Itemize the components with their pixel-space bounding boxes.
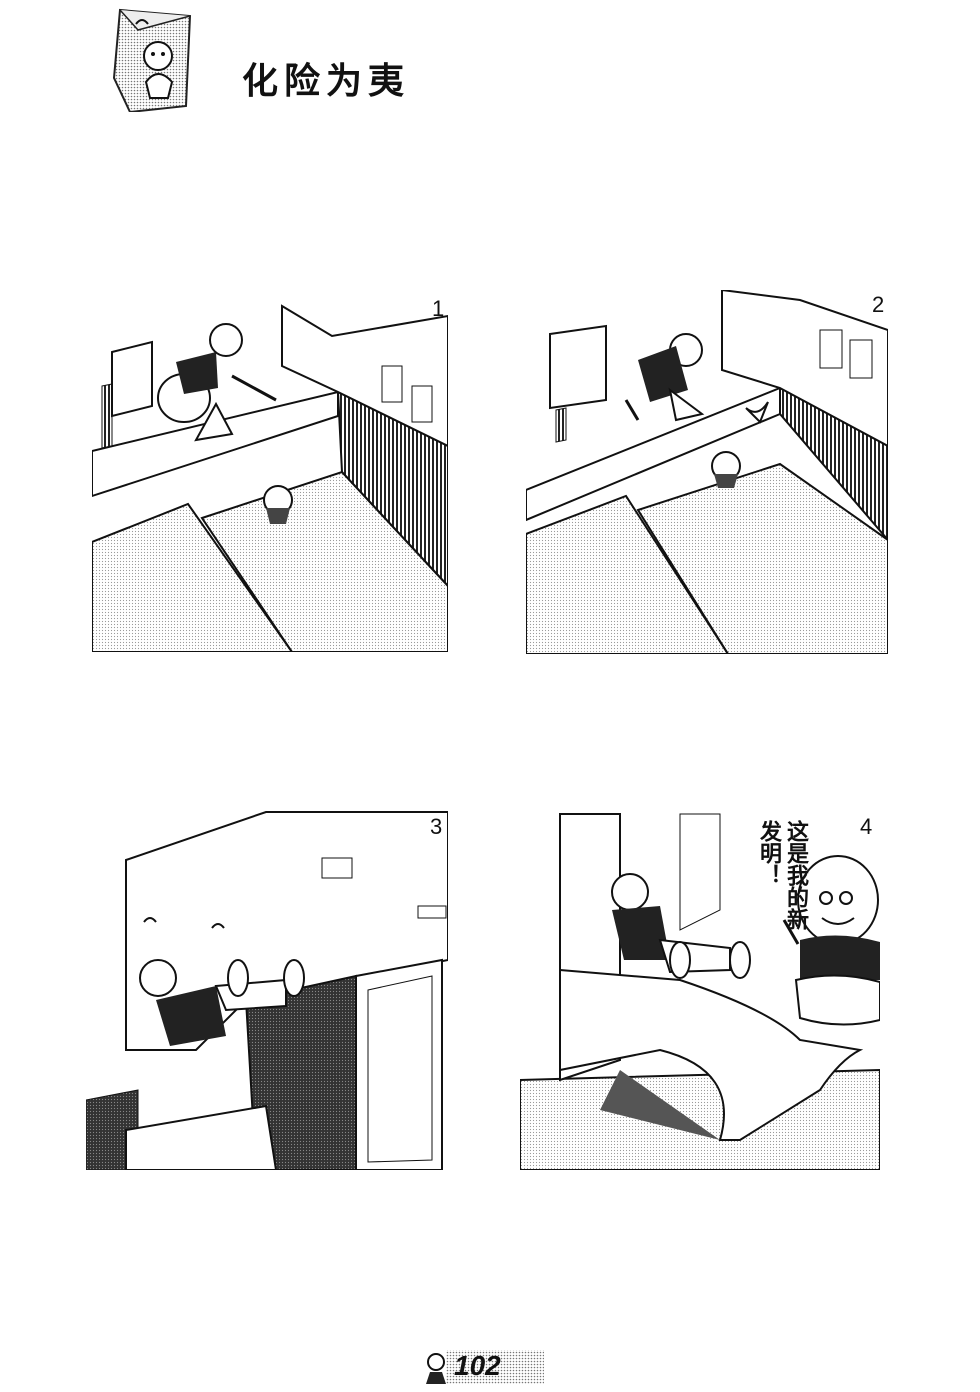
panel-number: 3	[430, 814, 443, 839]
panel-number: 2	[872, 292, 885, 317]
panel-number: 4	[860, 814, 873, 839]
page-footer: 102	[422, 1348, 546, 1386]
page-number: 102	[454, 1350, 501, 1381]
comic-panel-3: 3	[86, 810, 448, 1170]
panel-number: 1	[432, 296, 445, 321]
cartoon-character-icon	[426, 1353, 446, 1384]
comic-panel-2: 2	[526, 290, 888, 654]
speech-text: 这是我的新发明！	[756, 820, 808, 930]
comic-panel-1: 1	[92, 296, 448, 652]
page-title: 化险为夷	[242, 61, 411, 102]
cartoon-character-card-icon	[106, 8, 218, 114]
comic-panel-4: 这是我的新发明！ 4	[520, 810, 880, 1170]
